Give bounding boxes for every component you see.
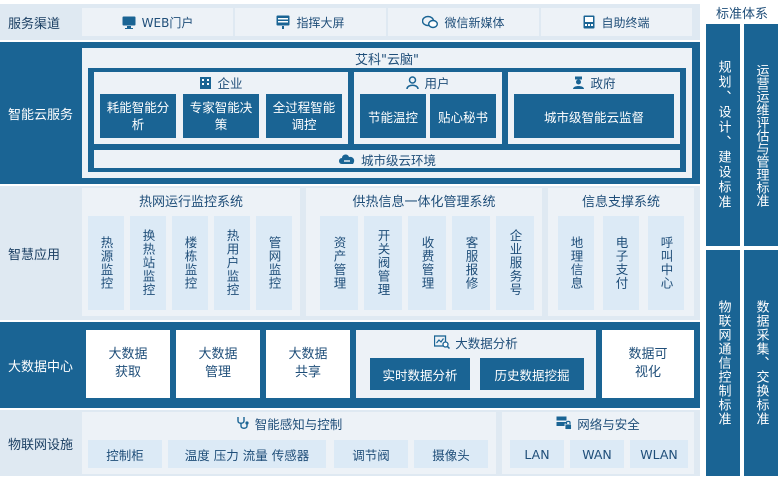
channel-screen-label: 指挥大屏 [296, 15, 345, 30]
channel-web[interactable]: WEB门户 [82, 8, 235, 36]
bigdata-manage[interactable]: 大数据管理 [176, 330, 260, 398]
supply-item-4[interactable]: 客服报修 [452, 216, 490, 310]
bigdata-analysis-label: 大数据分析 [455, 335, 518, 351]
row-label-channels: 服务渠道 [8, 16, 61, 32]
channel-screen[interactable]: 指挥大屏 [235, 8, 388, 36]
gov-box: 政府 城市级智能云监督 [508, 72, 680, 144]
monitor-icon [122, 16, 136, 29]
iot-network-caption: 网络与安全 [502, 412, 694, 434]
user-caption: 用户 [354, 72, 502, 92]
sense-item-cabinet[interactable]: 控制柜 [88, 440, 162, 468]
cloud-icon [338, 154, 355, 164]
analysis-icon [434, 335, 451, 349]
bigdata-visualization[interactable]: 数据可视化 [602, 330, 694, 398]
kiosk-icon [583, 15, 595, 29]
sense-item-valve[interactable]: 调节阀 [334, 440, 408, 468]
sense-item-camera[interactable]: 摄像头 [414, 440, 488, 468]
stethoscope-icon [237, 417, 249, 429]
analysis-item-2[interactable]: 历史数据挖掘 [480, 358, 584, 390]
channels-panel: WEB门户 指挥大屏 微信新媒体 自助终端 [82, 8, 692, 36]
enterprise-caption: 企业 [94, 72, 348, 92]
channel-kiosk-label: 自助终端 [601, 15, 650, 30]
channel-wechat[interactable]: 微信新媒体 [388, 8, 541, 36]
row-label-cloud: 智能云服务 [8, 107, 74, 123]
sense-item-sensors[interactable]: 温度 压力 流量 传感器 [168, 440, 326, 468]
iot-sense: 智能感知与控制 控制柜 温度 压力 流量 传感器 调节阀 摄像头 [82, 412, 496, 474]
supply-system-title: 供热信息一体化管理系统 [352, 194, 496, 210]
row-apps: 智慧应用 热网运行监控系统 热源监控 换热站监控 楼栋监控 热用户监控 管网监控… [0, 186, 700, 320]
enterprise-label: 企业 [217, 75, 243, 91]
standards-title: 标准体系 [715, 6, 768, 22]
cloud-panel: 艾科"云脑" 企业 耗能智能分析 专家智能决策 全过程智能调控 用户 节能温控 … [82, 48, 692, 178]
row-iot: 物联网设施 智能感知与控制 控制柜 温度 压力 流量 传感器 调节阀 摄像头 网… [0, 410, 700, 476]
row-label-apps: 智慧应用 [8, 247, 61, 263]
cloud-env: 城市级云环境 [94, 150, 680, 168]
net-item-wlan[interactable]: WLAN [630, 440, 688, 468]
iot-sense-label: 智能感知与控制 [254, 416, 343, 432]
bigdata-share[interactable]: 大数据共享 [266, 330, 350, 398]
enterprise-item-2[interactable]: 专家智能决策 [183, 94, 259, 138]
net-item-lan[interactable]: LAN [510, 440, 564, 468]
server-lock-icon [556, 416, 573, 430]
supply-system: 供热信息一体化管理系统 资产管理 开关阀管理 收费管理 客服报修 企业服务号 [306, 188, 542, 316]
enterprise-item-3[interactable]: 全过程智能调控 [266, 94, 342, 138]
official-icon [573, 76, 585, 89]
cloud-inner: 企业 耗能智能分析 专家智能决策 全过程智能调控 用户 节能温控 贴心秘书 政府 [88, 68, 686, 172]
bigdata-analysis-caption: 大数据分析 [356, 330, 596, 354]
net-item-wan[interactable]: WAN [570, 440, 624, 468]
supply-item-1[interactable]: 资产管理 [320, 216, 358, 310]
bigdata-acquire[interactable]: 大数据获取 [86, 330, 170, 398]
heat-item-4[interactable]: 热用户监控 [214, 216, 250, 310]
iot-sense-caption: 智能感知与控制 [82, 412, 496, 434]
user-icon [406, 75, 420, 89]
gov-label: 政府 [590, 75, 616, 91]
standard-iot-comm: 物联网通信控制标准 [706, 250, 740, 476]
channel-kiosk[interactable]: 自助终端 [541, 8, 692, 36]
enterprise-item-1[interactable]: 耗能智能分析 [100, 94, 176, 138]
standard-data-exchange: 数据采集、交换标准 [744, 250, 778, 476]
supply-item-5[interactable]: 企业服务号 [496, 216, 534, 310]
info-item-2[interactable]: 电子支付 [603, 216, 639, 310]
user-item-1[interactable]: 节能温控 [360, 94, 426, 138]
screen-icon [276, 15, 290, 29]
bigdata-analysis: 大数据分析 实时数据分析 历史数据挖掘 [356, 330, 596, 398]
cloud-title: 艾科"云脑" [355, 52, 419, 68]
analysis-item-1[interactable]: 实时数据分析 [370, 358, 470, 390]
user-box: 用户 节能温控 贴心秘书 [354, 72, 502, 144]
iot-network: 网络与安全 LAN WAN WLAN [502, 412, 694, 474]
row-label-iot: 物联网设施 [8, 437, 74, 453]
row-channels: 服务渠道 WEB门户 指挥大屏 微信新媒体 自助终端 [0, 4, 700, 40]
row-cloud: 智能云服务 艾科"云脑" 企业 耗能智能分析 专家智能决策 全过程智能调控 用户… [0, 42, 700, 184]
heat-item-2[interactable]: 换热站监控 [130, 216, 166, 310]
row-label-bigdata: 大数据中心 [8, 359, 74, 375]
cloud-env-label: 城市级云环境 [360, 152, 436, 168]
heat-item-3[interactable]: 楼栋监控 [172, 216, 208, 310]
user-item-2[interactable]: 贴心秘书 [430, 94, 496, 138]
channel-web-label: WEB门户 [141, 15, 194, 30]
gov-item-1[interactable]: 城市级智能云监督 [514, 94, 674, 138]
standard-planning: 规划、设计、建设标准 [706, 24, 740, 246]
user-label: 用户 [424, 75, 450, 91]
supply-item-2[interactable]: 开关阀管理 [364, 216, 402, 310]
info-item-1[interactable]: 地理信息 [558, 216, 594, 310]
supply-item-3[interactable]: 收费管理 [408, 216, 446, 310]
iot-network-label: 网络与安全 [577, 416, 640, 432]
heat-system-title: 热网运行监控系统 [138, 194, 243, 210]
heat-system: 热网运行监控系统 热源监控 换热站监控 楼栋监控 热用户监控 管网监控 [82, 188, 300, 316]
enterprise-box: 企业 耗能智能分析 专家智能决策 全过程智能调控 [94, 72, 348, 144]
row-bigdata: 大数据中心 大数据获取 大数据管理 大数据共享 大数据分析 实时数据分析 历史数… [0, 322, 700, 408]
info-system: 信息支撑系统 地理信息 电子支付 呼叫中心 [548, 188, 694, 316]
wechat-icon [422, 15, 439, 29]
standard-operations: 运营运维评估与管理标准 [744, 24, 778, 246]
building-icon [200, 76, 212, 89]
channel-wechat-label: 微信新媒体 [444, 15, 505, 30]
heat-item-5[interactable]: 管网监控 [256, 216, 292, 310]
info-system-title: 信息支撑系统 [581, 194, 660, 210]
gov-caption: 政府 [508, 72, 680, 92]
info-item-3[interactable]: 呼叫中心 [648, 216, 684, 310]
heat-item-1[interactable]: 热源监控 [88, 216, 124, 310]
